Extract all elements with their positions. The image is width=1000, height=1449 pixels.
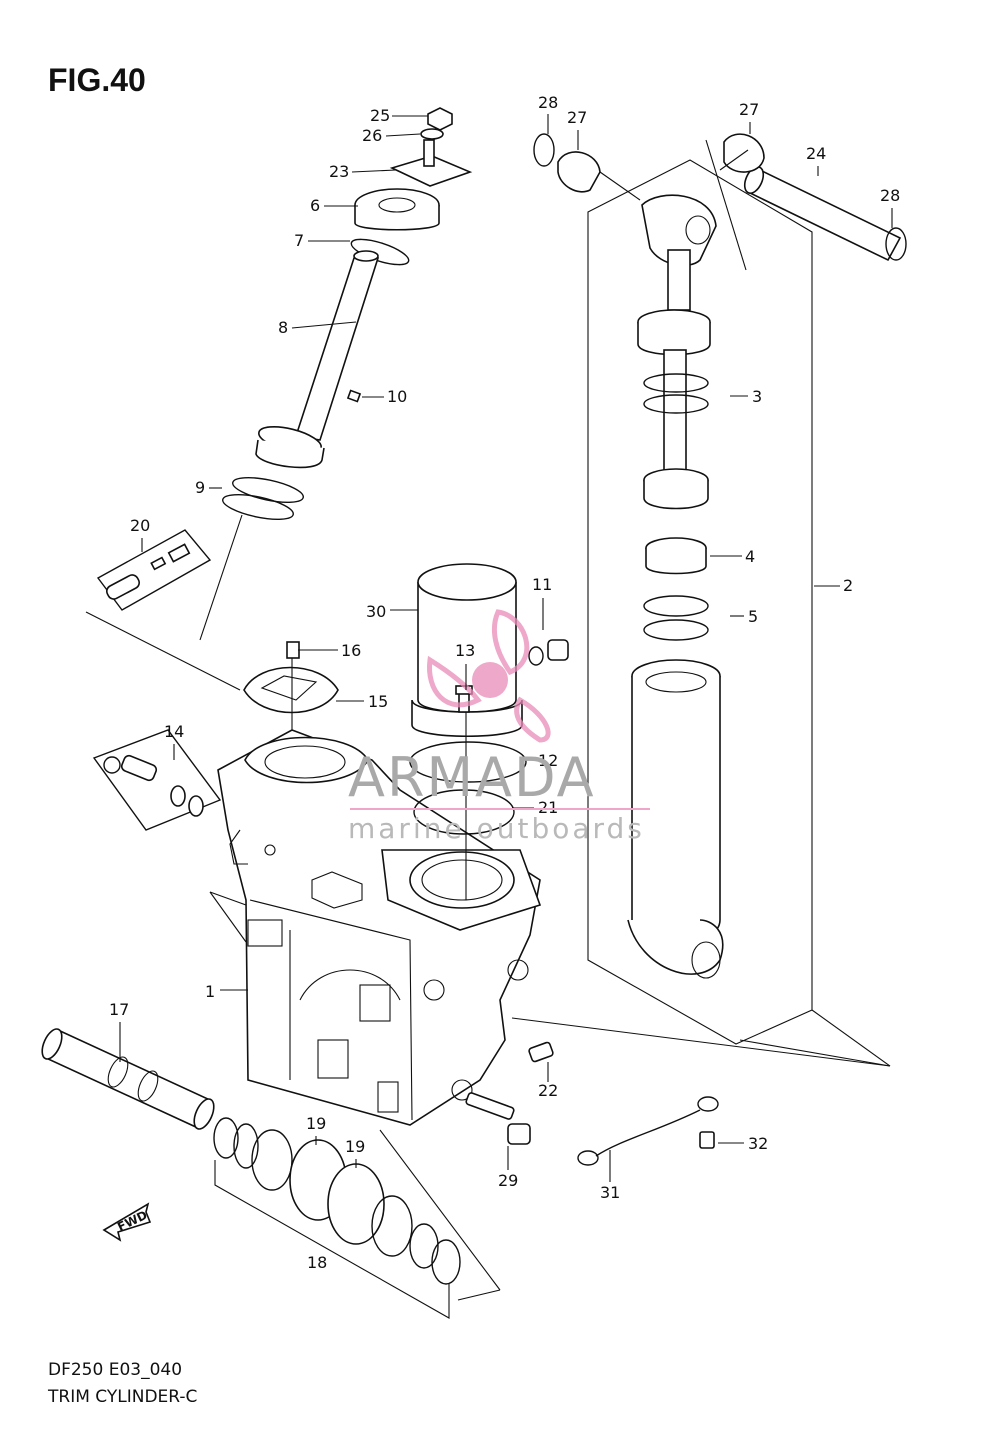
- callout-number: 11: [532, 575, 552, 594]
- diagram-name: TRIM CYLINDER-C: [48, 1387, 198, 1407]
- figure-title: FIG.40: [48, 62, 146, 98]
- callout-number: 24: [806, 144, 826, 163]
- callout-number: 4: [745, 547, 755, 566]
- callout-number: 14: [164, 722, 184, 741]
- callout-leader: [291, 321, 357, 329]
- part-9-ring-b: [222, 493, 294, 521]
- callout-number: 13: [455, 641, 475, 660]
- part-10-pin: [346, 389, 362, 403]
- callout-number: 31: [600, 1183, 620, 1202]
- callout-number: 27: [739, 100, 759, 119]
- callout-number: 19: [306, 1114, 326, 1133]
- part-32-screw: [699, 1131, 715, 1149]
- part-12-seal: [409, 741, 527, 783]
- part-23-stud: [423, 139, 435, 167]
- watermark-rule: [350, 808, 650, 810]
- callout-number: 5: [748, 607, 758, 626]
- callout-number: 21: [538, 798, 558, 817]
- callout-number: 19: [345, 1137, 365, 1156]
- part-26-washer: [420, 128, 444, 140]
- callout-number: 25: [370, 106, 390, 125]
- part-11-washer: [528, 646, 544, 666]
- rod-assembly: [199, 107, 473, 641]
- callout-number: 29: [498, 1171, 518, 1190]
- part-20-valve-kit: [85, 529, 241, 691]
- callout-number: 28: [880, 186, 900, 205]
- watermark-subtitle: marine outboards: [348, 812, 645, 845]
- part-24-pin: [746, 168, 902, 262]
- part-3-ring-a: [643, 373, 709, 393]
- part-27-bushing-left: [557, 151, 601, 193]
- part-9-ring-a: [232, 476, 304, 504]
- callout-number: 10: [387, 387, 407, 406]
- part-8-rod: [294, 254, 380, 441]
- part-18-ring-set: [213, 1117, 501, 1319]
- part-23-plate: [389, 155, 473, 187]
- callout-number: 30: [366, 602, 386, 621]
- fwd-arrow: FWD: [102, 1202, 152, 1242]
- part-19-washer-b: [327, 1163, 385, 1245]
- callout-number: 32: [748, 1134, 768, 1153]
- part-1-main-housing: [209, 729, 542, 1126]
- callout-number: 23: [329, 162, 349, 181]
- part-6-cap-body: [354, 205, 440, 231]
- part-29-bolt: [465, 1092, 515, 1120]
- part-3-ring-b: [643, 394, 709, 414]
- diagram-code: DF250 E03_040: [48, 1360, 183, 1380]
- part-15-valve-plate: [243, 641, 339, 800]
- callout-number: 2: [843, 576, 853, 595]
- callout-number: 8: [278, 318, 288, 337]
- part-16-screw: [286, 641, 300, 659]
- watermark-brand: ARMADA: [348, 746, 596, 809]
- part-22-plug: [528, 1041, 554, 1063]
- fwd-label: FWD: [115, 1208, 149, 1234]
- callout-number: 16: [341, 641, 361, 660]
- callout-number: 26: [362, 126, 382, 145]
- callout-number: 15: [368, 692, 388, 711]
- callout-number: 17: [109, 1000, 129, 1019]
- callout-number: 1: [205, 982, 215, 1001]
- callout-number: 27: [567, 108, 587, 127]
- watermark-propeller-logo: [427, 609, 551, 743]
- callout-number: 7: [294, 231, 304, 250]
- part-21-oring: [413, 789, 515, 835]
- callout-number: 20: [130, 516, 150, 535]
- part-29-head: [507, 1123, 531, 1145]
- part-11-plug: [547, 639, 569, 661]
- callout-leader: [385, 133, 421, 137]
- callout-number: 9: [195, 478, 205, 497]
- part-31-ground-cable: [577, 1096, 719, 1166]
- callout-leader: [351, 169, 397, 173]
- callout-number: 3: [752, 387, 762, 406]
- callout-number: 22: [538, 1081, 558, 1100]
- callout-number: 28: [538, 93, 558, 112]
- part-5-ring-b: [643, 619, 709, 641]
- part-28-clip-right: [885, 227, 907, 261]
- callout-number: 18: [307, 1253, 327, 1272]
- part-28-clip-left: [533, 133, 555, 167]
- part-17-shaft: [41, 1028, 215, 1130]
- part-25-nut: [427, 107, 453, 131]
- callout-number: 12: [538, 751, 558, 770]
- callout-number: 6: [310, 196, 320, 215]
- callout-labels: 2526236781092016151413301112211171919182…: [109, 93, 900, 1272]
- part-2-cylinder-assembly: [511, 133, 907, 1067]
- part-5-ring-a: [643, 595, 709, 617]
- part-14-check-valve: [92, 729, 222, 831]
